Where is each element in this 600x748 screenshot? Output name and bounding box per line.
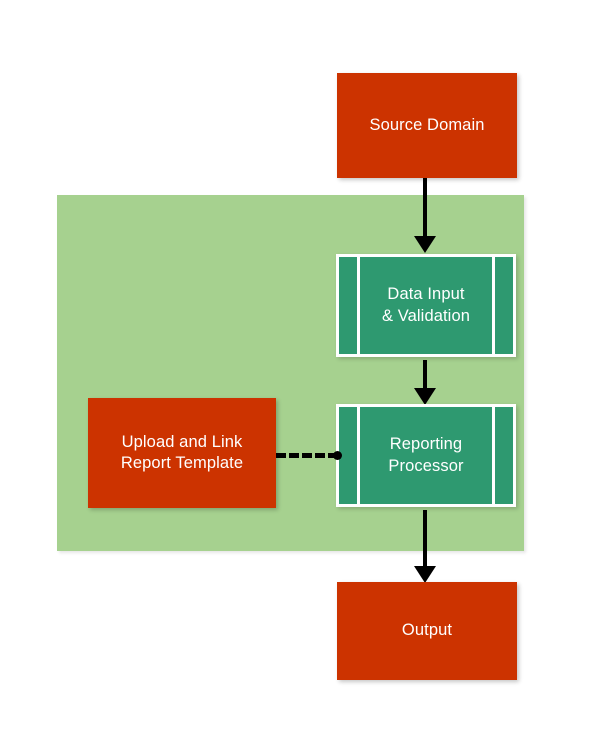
connector-processor-to-output (414, 510, 436, 583)
process-rule-right-icon (492, 407, 495, 504)
connector-shaft (423, 510, 427, 566)
node-source-domain[interactable]: Source Domain (337, 73, 517, 178)
node-data-input-validation[interactable]: Data Input & Validation (336, 254, 516, 357)
node-output-label: Output (401, 621, 453, 640)
process-rule-left-icon (357, 407, 360, 504)
connector-source-to-data-input (414, 178, 436, 253)
connector-endpoint-dot-icon (333, 451, 342, 460)
node-source-domain-label: Source Domain (369, 115, 485, 134)
connector-data-input-to-processor (414, 360, 436, 405)
arrowhead-icon (414, 566, 436, 583)
arrowhead-icon (414, 236, 436, 253)
process-rule-right-icon (492, 257, 495, 354)
node-output[interactable]: Output (337, 582, 517, 680)
node-upload-and-link-report-template[interactable]: Upload and Link Report Template (88, 398, 276, 508)
node-data-input-validation-label: Data Input & Validation (381, 285, 471, 325)
connector-shaft (423, 178, 427, 236)
arrowhead-icon (414, 388, 436, 405)
process-rule-left-icon (357, 257, 360, 354)
connector-template-to-processor (276, 451, 342, 460)
node-reporting-processor[interactable]: Reporting Processor (336, 404, 516, 507)
node-upload-and-link-report-template-label: Upload and Link Report Template (120, 432, 244, 472)
connector-shaft (423, 360, 427, 388)
node-reporting-processor-label: Reporting Processor (388, 435, 464, 475)
